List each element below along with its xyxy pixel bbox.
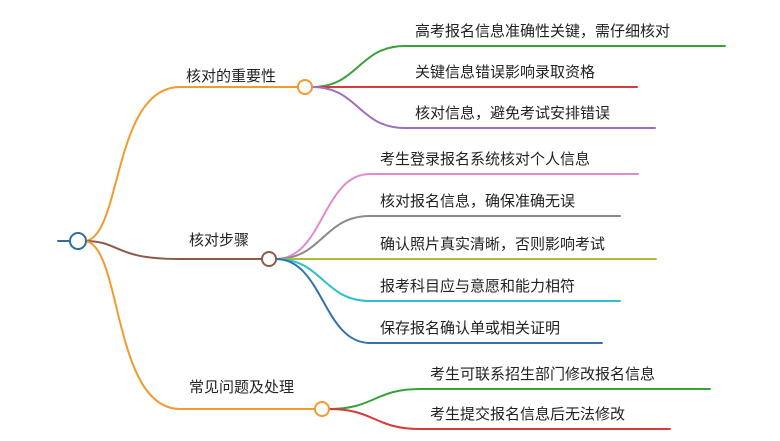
branch-link-1	[83, 86, 181, 242]
child-label-1-1: 高考报名信息准确性关键，需仔细核对	[415, 22, 671, 40]
child-link-1-1	[311, 45, 406, 88]
child-link-2-1	[275, 173, 371, 260]
child-link-2-5	[275, 258, 371, 344]
branch-label-2: 核对步骤	[189, 231, 250, 249]
mindmap-links	[57, 45, 726, 430]
child-link-1-3	[311, 86, 406, 129]
branch-label-1: 核对的重要性	[186, 67, 277, 85]
child-label-3-2: 考生提交报名信息后无法修改	[430, 405, 626, 423]
branch-node-1[interactable]	[297, 79, 313, 95]
branch-node-2[interactable]	[261, 251, 277, 267]
branch-link-2	[83, 240, 181, 260]
branch-label-3: 常见问题及处理	[189, 378, 295, 396]
child-label-1-2: 关键信息错误影响录取资格	[415, 63, 596, 81]
child-label-2-4: 报考科目应与意愿和能力相符	[380, 277, 576, 295]
branch-node-3[interactable]	[314, 401, 330, 417]
child-label-2-2: 核对报名信息，确保准确无误	[380, 192, 576, 210]
child-link-2-4	[275, 258, 371, 302]
mindmap-nodes	[69, 79, 330, 417]
child-label-2-1: 考生登录报名系统核对个人信息	[380, 150, 591, 168]
child-link-3-2	[328, 408, 421, 430]
child-label-1-3: 核对信息，避免考试安排错误	[415, 104, 611, 122]
child-link-3-1	[328, 388, 421, 410]
child-link-2-2	[275, 215, 371, 260]
child-label-2-5: 保存报名确认单或相关证明	[380, 319, 561, 337]
branch-link-3	[83, 240, 181, 410]
child-label-3-1: 考生可联系招生部门修改报名信息	[430, 365, 656, 383]
root-node[interactable]	[69, 232, 87, 250]
child-label-2-3: 确认照片真实清晰，否则影响考试	[380, 235, 606, 253]
